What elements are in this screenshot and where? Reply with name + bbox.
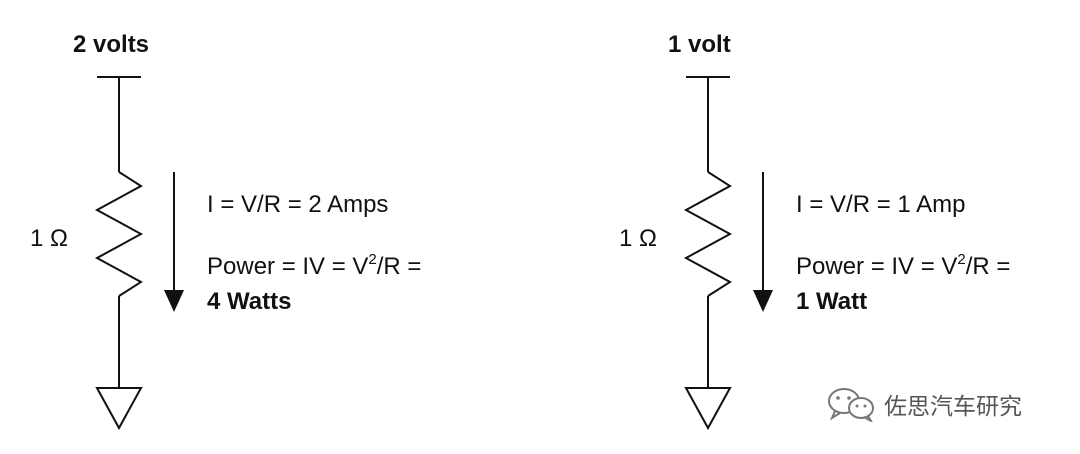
left-voltage-label: 2 volts xyxy=(73,31,150,58)
right-power-eq-suffix: /R = xyxy=(965,253,1011,280)
left-ground-symbol xyxy=(95,387,143,431)
left-resistor xyxy=(94,171,144,297)
left-power-eq-prefix: Power = IV = V xyxy=(207,253,369,280)
left-power-result: 4 Watts xyxy=(207,288,292,315)
left-power-eq-suffix: /R = xyxy=(376,253,422,280)
right-current-arrow-head xyxy=(753,290,773,312)
watermark-text: 佐思汽车研究 xyxy=(884,394,1022,420)
wechat-icon xyxy=(828,388,874,422)
watermark: 佐思汽车研究 xyxy=(826,386,1022,422)
left-resistor-label: 1 Ω xyxy=(30,225,68,252)
left-power-equation: Power = IV = V2/R = xyxy=(207,251,422,281)
left-current-arrow-head xyxy=(164,290,184,312)
right-resistor xyxy=(683,171,733,297)
right-power-equation: Power = IV = V2/R = xyxy=(796,251,1011,281)
right-power-result: 1 Watt xyxy=(796,288,868,315)
left-current-equation: I = V/R = 2 Amps xyxy=(207,191,389,218)
right-voltage-label: 1 volt xyxy=(668,31,731,58)
right-resistor-label: 1 Ω xyxy=(619,225,657,252)
left-power-eq-exponent: 2 xyxy=(368,251,377,268)
right-power-eq-exponent: 2 xyxy=(957,251,966,268)
right-ground-symbol xyxy=(684,387,732,431)
right-power-eq-prefix: Power = IV = V xyxy=(796,253,958,280)
right-current-equation: I = V/R = 1 Amp xyxy=(796,191,966,218)
